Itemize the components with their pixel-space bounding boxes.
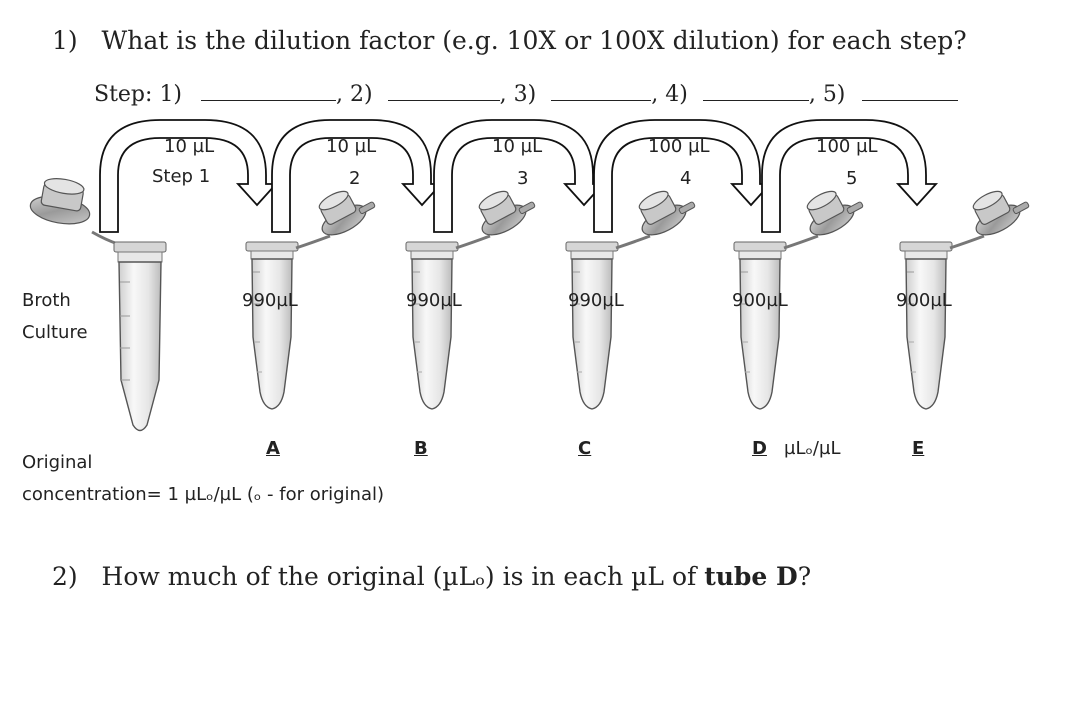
arrow-3-volume: 10 µL <box>492 136 542 157</box>
arrow-1-volume: 10 µL <box>164 136 214 157</box>
arrow-4-volume: 100 µL <box>648 136 710 157</box>
culture-label: Culture <box>22 322 88 343</box>
tube-c-letter: C <box>578 438 591 459</box>
question-2: 2) How much of the original (µLₒ) is in … <box>52 562 811 591</box>
tube-d-volume: 900µL <box>732 290 788 311</box>
question-2-end: ? <box>798 562 811 591</box>
question-2-number: 2) <box>52 562 78 591</box>
tube-a-letter: A <box>266 438 280 459</box>
tube-e-letter: E <box>912 438 924 459</box>
arrow-3-step: 3 <box>517 168 528 189</box>
broth-label: Broth <box>22 290 71 311</box>
arrow-4-step: 4 <box>680 168 691 189</box>
tube-d-unit-note: µLₒ/µL <box>784 438 840 459</box>
arrow-1-step: Step 1 <box>152 166 210 187</box>
tube-b-letter: B <box>414 438 428 459</box>
tube-d-letter: D <box>752 438 767 459</box>
arrow-5-volume: 100 µL <box>816 136 878 157</box>
question-2-text: How much of the original (µLₒ) is in eac… <box>102 562 705 591</box>
original-concentration: concentration= 1 µLₒ/µL (ₒ - for origina… <box>22 484 384 505</box>
tube-b-volume: 990µL <box>406 290 462 311</box>
question-2-bold: tube D <box>704 562 798 591</box>
arrow-2-step: 2 <box>349 168 360 189</box>
original-label: Original <box>22 452 92 473</box>
arrow-2-volume: 10 µL <box>326 136 376 157</box>
tube-a-volume: 990µL <box>242 290 298 311</box>
tube-e-volume: 900µL <box>896 290 952 311</box>
tube-c-volume: 990µL <box>568 290 624 311</box>
arrow-5-step: 5 <box>846 168 857 189</box>
